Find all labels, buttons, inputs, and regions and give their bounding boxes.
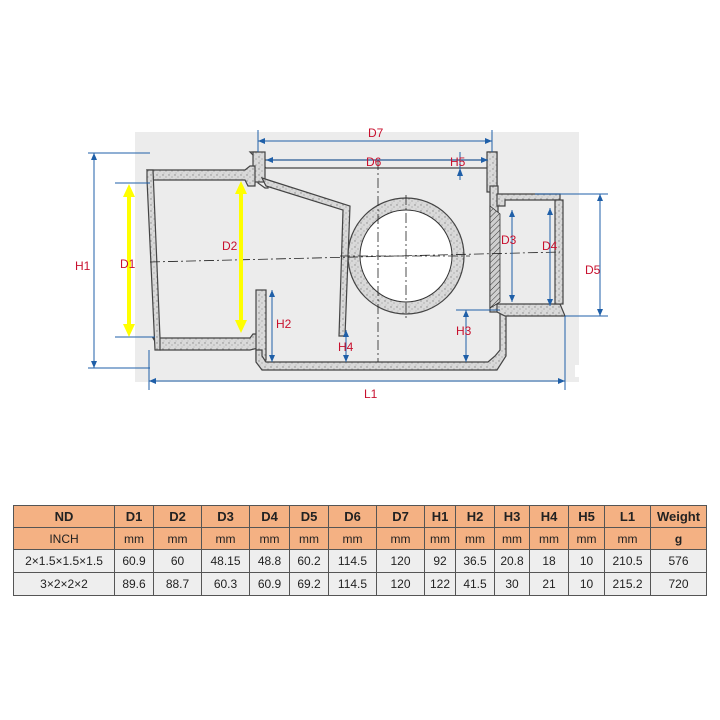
unit-cell: mm: [289, 527, 329, 550]
unit-cell: g: [650, 527, 707, 550]
header-cell: L1: [604, 505, 651, 528]
unit-cell: mm: [249, 527, 290, 550]
trap-cross-section-diagram: D7 D6 H5 H1 D1 D2: [75, 126, 608, 401]
table-cell: 21: [529, 572, 569, 596]
table-cell: 36.5: [455, 549, 495, 573]
table-cell: 120: [376, 549, 425, 573]
table-cell: 20.8: [494, 549, 530, 573]
label-h4: H4: [338, 340, 354, 354]
table-cell: 10: [568, 572, 605, 596]
dimension-h3: H3: [456, 309, 500, 362]
table-cell: 215.2: [604, 572, 651, 596]
table-cell: 60.3: [201, 572, 250, 596]
unit-cell: INCH: [13, 527, 115, 550]
header-cell: ND: [13, 505, 115, 528]
table-cell: 10: [568, 549, 605, 573]
label-l1: L1: [364, 387, 378, 401]
unit-cell: mm: [455, 527, 495, 550]
unit-cell: mm: [604, 527, 651, 550]
unit-cell: mm: [494, 527, 530, 550]
unit-cell: mm: [114, 527, 154, 550]
dimension-d7: D7: [257, 126, 493, 152]
label-h3: H3: [456, 324, 472, 338]
table-cell: 60: [153, 549, 202, 573]
dimension-d6: D6: [266, 155, 488, 169]
label-h1: H1: [75, 259, 91, 273]
label-d7: D7: [368, 126, 384, 140]
label-d6: D6: [366, 155, 382, 169]
table-cell: 122: [424, 572, 456, 596]
header-cell: H3: [494, 505, 530, 528]
header-cell: H1: [424, 505, 456, 528]
table-cell: 2×1.5×1.5×1.5: [13, 549, 115, 573]
table-cell: 88.7: [153, 572, 202, 596]
dimension-h4: H4: [338, 330, 354, 362]
dimension-h2: H2: [269, 290, 292, 362]
dimension-d5: D5: [535, 193, 608, 317]
specification-table: ND D1 D2 D3 D4 D5 D6 D7 H1 H2 H3 H4 H5 L…: [13, 505, 707, 596]
header-cell: D3: [201, 505, 250, 528]
label-d3: D3: [501, 233, 517, 247]
table-row: 2×1.5×1.5×1.5 60.9 60 48.15 48.8 60.2 11…: [13, 549, 707, 573]
header-cell: H2: [455, 505, 495, 528]
header-cell: D1: [114, 505, 154, 528]
table-cell: 92: [424, 549, 456, 573]
table-cell: 60.2: [289, 549, 329, 573]
table-cell: 41.5: [455, 572, 495, 596]
header-cell: H5: [568, 505, 605, 528]
table-cell: 3×2×2×2: [13, 572, 115, 596]
table-cell: 576: [650, 549, 707, 573]
label-d2: D2: [222, 239, 238, 253]
table-cell: 89.6: [114, 572, 154, 596]
table-cell: 210.5: [604, 549, 651, 573]
unit-cell: mm: [153, 527, 202, 550]
header-cell: D4: [249, 505, 290, 528]
dimension-d4: D4: [542, 208, 558, 306]
unit-cell: mm: [376, 527, 425, 550]
unit-cell: mm: [424, 527, 456, 550]
dimension-d3: D3: [501, 210, 517, 302]
header-cell: D2: [153, 505, 202, 528]
dimension-d1: D1: [115, 182, 155, 338]
label-d1: D1: [120, 257, 136, 271]
header-cell: D6: [328, 505, 377, 528]
table-cell: 69.2: [289, 572, 329, 596]
table-header-row: ND D1 D2 D3 D4 D5 D6 D7 H1 H2 H3 H4 H5 L…: [13, 505, 707, 528]
table-cell: 60.9: [114, 549, 154, 573]
unit-cell: mm: [568, 527, 605, 550]
dimension-h1: H1: [75, 152, 150, 369]
center-lines: [149, 160, 561, 362]
table-units-row: INCH mm mm mm mm mm mm mm mm mm mm mm mm…: [13, 527, 707, 550]
unit-cell: mm: [529, 527, 569, 550]
table-cell: 48.15: [201, 549, 250, 573]
table-cell: 114.5: [328, 572, 377, 596]
header-cell: D5: [289, 505, 329, 528]
label-h5: H5: [450, 155, 466, 169]
unit-cell: mm: [328, 527, 377, 550]
header-cell: Weight: [650, 505, 707, 528]
dimension-d2: D2: [222, 181, 247, 333]
table-cell: 60.9: [249, 572, 290, 596]
table-cell: 30: [494, 572, 530, 596]
table-cell: 120: [376, 572, 425, 596]
unit-cell: mm: [201, 527, 250, 550]
header-cell: D7: [376, 505, 425, 528]
table-row: 3×2×2×2 89.6 88.7 60.3 60.9 69.2 114.5 1…: [13, 572, 707, 596]
header-cell: H4: [529, 505, 569, 528]
table-cell: 18: [529, 549, 569, 573]
label-d5: D5: [585, 263, 601, 277]
table-cell: 114.5: [328, 549, 377, 573]
label-d4: D4: [542, 239, 558, 253]
dimension-h5: H5: [450, 152, 466, 180]
label-h2: H2: [276, 317, 292, 331]
table-cell: 720: [650, 572, 707, 596]
table-cell: 48.8: [249, 549, 290, 573]
dimension-l1: L1: [148, 316, 566, 401]
